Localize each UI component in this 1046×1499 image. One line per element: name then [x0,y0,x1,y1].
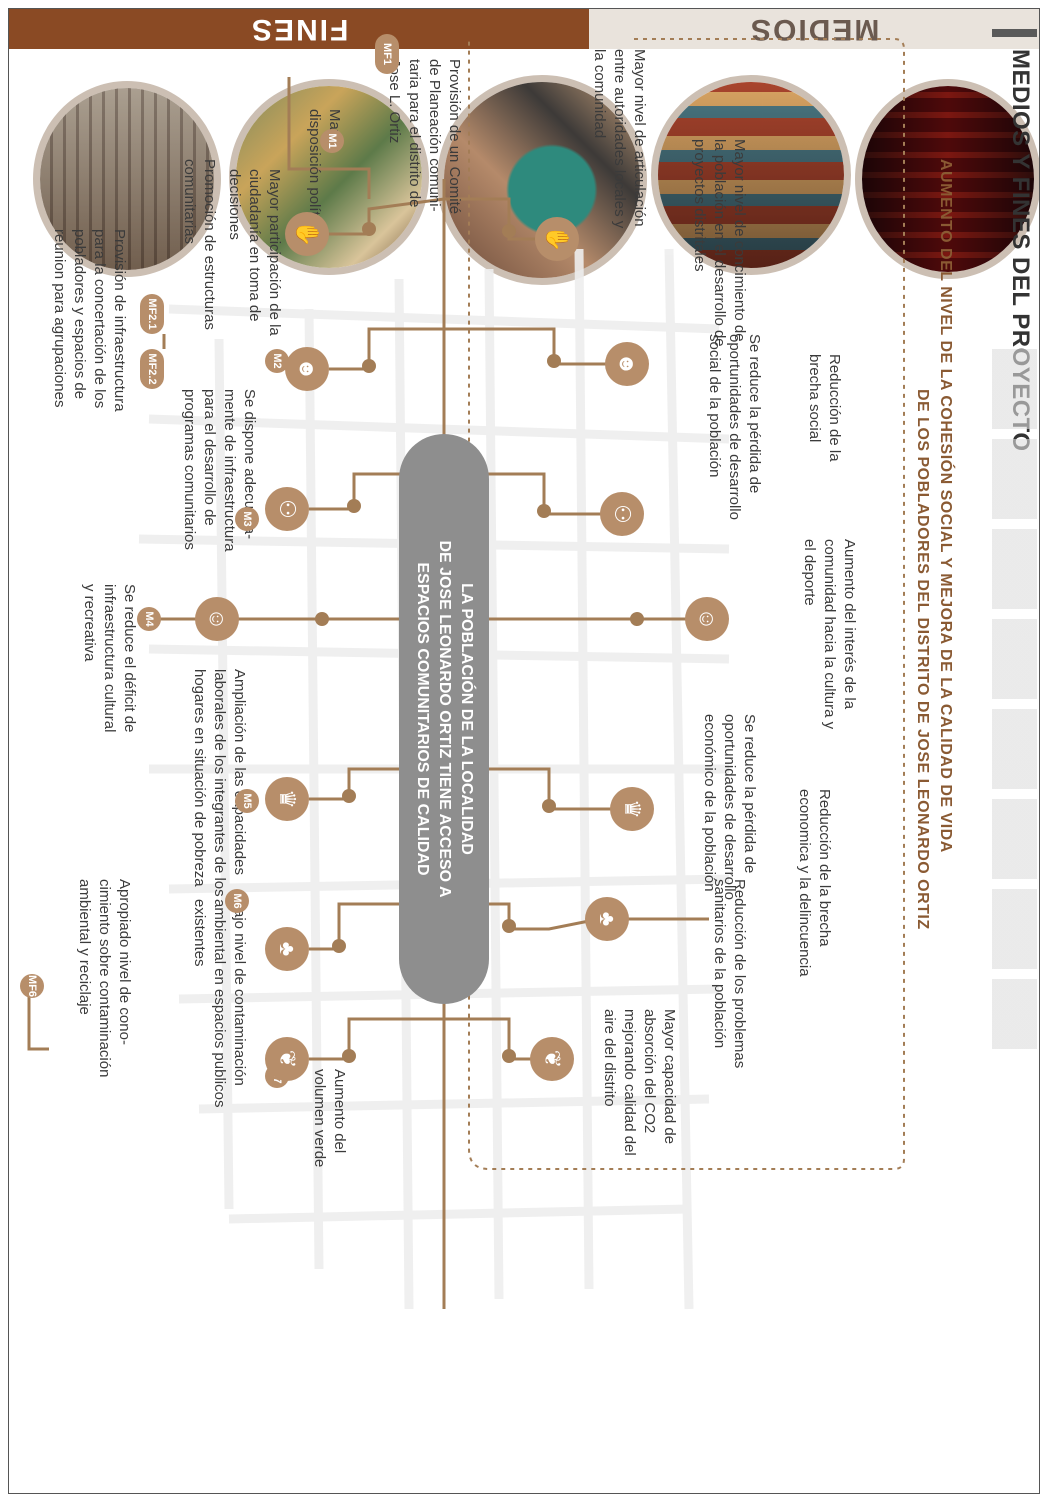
diagram-sheet: FINES MEDIOS [8,8,1040,1494]
fin-problemas-sanitarios: Reducción de los problemas sanitarios de… [711,879,748,1069]
medio-m7-text: Aumento del volumen verde [311,1069,348,1168]
branch-m7 [309,1017,444,1061]
branch-m1 [329,197,445,236]
hat-icon: ♛ [610,787,654,831]
badge-m1: M1 [320,129,344,153]
leaf-icon: ❦ [530,1037,574,1081]
junction-dot [342,789,356,803]
photo-library-room [229,79,429,275]
badge-mf22: MF2.2 [140,349,164,389]
junction-dot [342,1049,356,1063]
badge-m6: M6 [225,889,249,913]
main-goal-line1: AUMENTO DEL NIVEL DE LA COHESIÓN SOCIAL … [937,159,954,853]
main-goal-line2: DE LOS POBLADORES DEL DISTRITO DE JOSE L… [914,389,931,930]
photo-gallery-wall [33,81,221,277]
branch-f3 [444,472,619,516]
rotated-diagram: MEDIOS Y FINES DEL PROYECTO AUMENTO DEL … [9,9,1039,1493]
link-mf1 [287,77,371,199]
medios-header: MEDIOS [589,9,1039,49]
tree-icon: ♣ [585,897,629,941]
medio-mf1-text: Provisión de un Comité de Planeación com… [386,59,463,215]
masks-icon: ☺ [685,597,729,641]
people-icon: ⚇ [600,492,644,536]
central-line3: ESPACIOS COMUNITARIOS DE CALIDAD [414,562,431,876]
leaf-icon: ❦ [265,1037,309,1081]
central-line1: LA POBLACIÓN DE LA LOCALIDAD [458,583,475,855]
fin-cultura-deporte: Aumento del interés de la comunidad haci… [801,539,858,730]
diagram-lines [27,38,905,1310]
badge-m5: M5 [235,789,259,813]
junction-dot [502,1049,516,1063]
fin-articulacion: Mayor nivel de articulación entre autori… [591,49,648,229]
badge-m4: M4 [137,607,161,631]
fin-brecha-economica: Reducción de la brecha economica y la de… [796,789,833,977]
people-icon: ⚇ [265,487,309,531]
central-node: LA POBLACIÓN DE LA LOCALIDAD DE JOSE LEO… [399,434,489,1004]
link-mf6 [27,994,49,1051]
branch-m5 [309,767,444,801]
junction-dot [502,919,516,933]
tree-icon: ♣ [265,927,309,971]
fines-header: FINES [9,9,589,49]
title-decoration [992,349,1037,1049]
badge-mf21: MF2.1 [140,294,164,334]
badge-m3: M3 [235,507,259,531]
photo-group-people [651,75,851,275]
junction-dot [537,504,551,518]
main-title-bar [992,29,1037,37]
medio-m4-text: Se reduce el déficit de infraestructura … [81,584,138,733]
branch-f7 [444,1017,549,1061]
photo-facade-night [855,79,1039,279]
hands-icon: ✋ [535,217,579,261]
junction-dot [630,612,644,626]
branch-m2 [329,327,444,371]
junction-dot [547,354,561,368]
hat-icon: ♛ [265,777,309,821]
junction-dot [315,612,329,626]
crowd-icon: ☻ [285,347,329,391]
junction-dot [347,499,361,513]
badge-mf6: MF6 [20,974,44,998]
badge-mf1: MF1 [375,34,399,74]
central-line2: DE JOSE LEONARDO ORTIZ TIENE ACCESO A [436,540,453,898]
fin-absorcion-co2: Mayor capacidad de absorción del CO2 mej… [601,1009,678,1156]
fin-brecha-social: Reducción de la brecha social [806,354,843,462]
medio-m6-text: Bajo nivel de contaminación ambiental en… [191,899,248,1108]
branch-f2 [444,327,629,366]
junction-dot [362,222,376,236]
medio-mf21-text: Promoción de estructuras comunitarias [181,159,218,330]
crowd-icon: ☻ [605,342,649,386]
junction-dot [362,359,376,373]
junction-dot [332,939,346,953]
junction-dot [502,224,516,238]
junction-dot [542,799,556,813]
branch-m6 [309,902,444,951]
medio-mf22-text: Provisión de infraestructura para la con… [51,229,128,412]
branch-f5 [444,767,629,811]
masks-icon: ☺ [195,597,239,641]
medio-mf6-text: Apropiado nivel de cono- cimiento sobre … [76,879,133,1078]
fin-desarrollo-social: Se reduce la pérdida de oportunidades de… [706,334,763,520]
hands-icon: ✋ [285,212,329,256]
medio-m3-text: Se dispone adecuada- mente de infraestru… [181,389,258,552]
